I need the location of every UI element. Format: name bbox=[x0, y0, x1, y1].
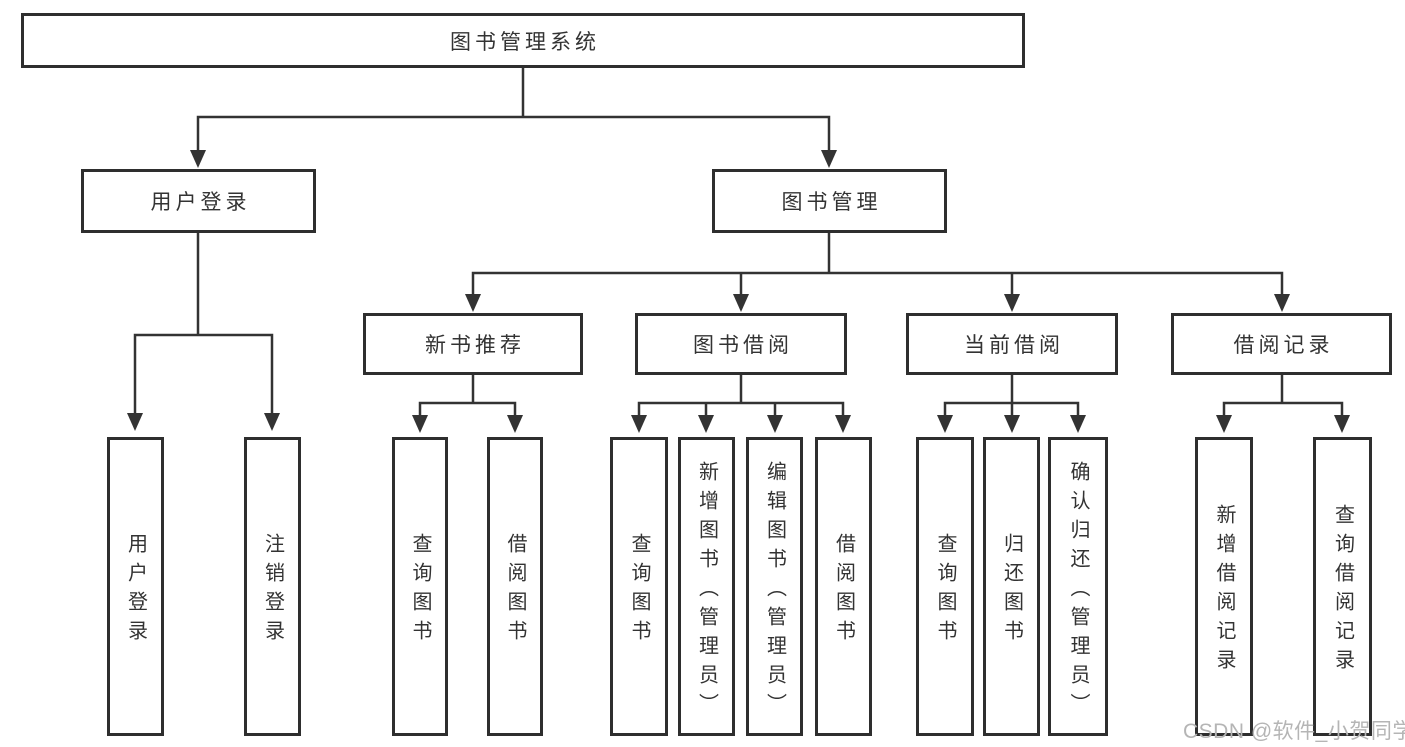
arrowhead-icon bbox=[1004, 294, 1020, 312]
node-label: 借阅图书 bbox=[832, 533, 855, 649]
arrowhead-icon bbox=[127, 413, 143, 431]
arrowhead-icon bbox=[1070, 415, 1086, 433]
node-label: 用户登录 bbox=[124, 533, 147, 649]
arrowhead-icon bbox=[767, 415, 783, 433]
node-label: 归还图书 bbox=[1000, 533, 1023, 649]
edge-book-mgmt-to-level3 bbox=[471, 233, 1284, 295]
arrowhead-icon bbox=[465, 294, 481, 312]
node-label: 用户登录 bbox=[150, 191, 251, 214]
arrowhead-icon bbox=[821, 150, 837, 168]
node-label: 新书推荐 bbox=[425, 334, 525, 357]
node-label: 查询图书 bbox=[409, 533, 431, 649]
arrowhead-icon bbox=[264, 413, 280, 431]
node-library-system: 图书管理系统 bbox=[21, 13, 1025, 68]
node-label: 当前借阅 bbox=[964, 334, 1064, 357]
node-label: 查询借阅记录 bbox=[1331, 504, 1354, 678]
node-label: 图书管理 bbox=[781, 191, 882, 214]
arrowhead-icon bbox=[937, 415, 953, 433]
edge-current-borrowing-to-leaves bbox=[943, 375, 1080, 416]
leaf-user-login: 用户登录 bbox=[107, 437, 164, 736]
node-label: 查询图书 bbox=[628, 533, 650, 649]
arrowhead-icon bbox=[1334, 415, 1350, 433]
node-new-book-recommend: 新书推荐 bbox=[363, 313, 583, 375]
node-label: 编辑图书（管理员） bbox=[763, 460, 786, 722]
node-label: 借阅图书 bbox=[504, 533, 526, 649]
edge-root-to-level2 bbox=[196, 68, 831, 151]
leaf-confirm-return-admin: 确认归还（管理员） bbox=[1048, 437, 1108, 736]
leaf-edit-book-admin: 编辑图书（管理员） bbox=[746, 437, 803, 736]
arrowhead-icon bbox=[631, 415, 647, 433]
leaf-borrow-books-recommend: 借阅图书 bbox=[487, 437, 543, 736]
node-borrowing-records: 借阅记录 bbox=[1171, 313, 1392, 375]
node-label: 确认归还（管理员） bbox=[1067, 460, 1089, 722]
leaf-query-books-borrowing: 查询图书 bbox=[610, 437, 668, 736]
leaf-borrow-books-borrowing: 借阅图书 bbox=[815, 437, 872, 736]
csdn-watermark: CSDN @软件_小贺同学 bbox=[1183, 720, 1405, 743]
leaf-logout: 注销登录 bbox=[244, 437, 301, 736]
leaf-add-book-admin: 新增图书（管理员） bbox=[678, 437, 735, 736]
node-book-borrowing: 图书借阅 bbox=[635, 313, 847, 375]
leaf-query-books-current: 查询图书 bbox=[916, 437, 974, 736]
leaf-return-books: 归还图书 bbox=[983, 437, 1040, 736]
arrowhead-icon bbox=[190, 150, 206, 168]
arrowhead-icon bbox=[1216, 415, 1232, 433]
node-book-management: 图书管理 bbox=[712, 169, 947, 233]
arrowhead-icon bbox=[698, 415, 714, 433]
arrowhead-icon bbox=[1274, 294, 1290, 312]
node-label: 图书借阅 bbox=[693, 334, 793, 357]
node-label: 图书管理系统 bbox=[450, 30, 600, 54]
arrowhead-icon bbox=[1004, 415, 1020, 433]
node-user-login-branch: 用户登录 bbox=[81, 169, 316, 233]
arrowhead-icon bbox=[507, 415, 523, 433]
node-label: 借阅记录 bbox=[1233, 334, 1334, 357]
arrowhead-icon bbox=[835, 415, 851, 433]
node-label: 新增借阅记录 bbox=[1213, 504, 1235, 678]
node-label: 查询图书 bbox=[934, 533, 956, 649]
arrowhead-icon bbox=[733, 294, 749, 312]
edge-book-borrowing-to-leaves bbox=[637, 375, 845, 416]
leaf-add-borrow-record: 新增借阅记录 bbox=[1195, 437, 1253, 736]
node-label: 新增图书（管理员） bbox=[695, 460, 718, 722]
node-current-borrowing: 当前借阅 bbox=[906, 313, 1118, 375]
leaf-query-borrow-record: 查询借阅记录 bbox=[1313, 437, 1372, 736]
edge-new-book-recommend-to-leaves bbox=[418, 375, 517, 416]
leaf-query-books-recommend: 查询图书 bbox=[392, 437, 448, 736]
arrowhead-icon bbox=[412, 415, 428, 433]
node-label: 注销登录 bbox=[261, 533, 284, 649]
edge-user-login-to-leaves bbox=[133, 233, 274, 414]
edge-borrowing-records-to-leaves bbox=[1222, 375, 1344, 416]
